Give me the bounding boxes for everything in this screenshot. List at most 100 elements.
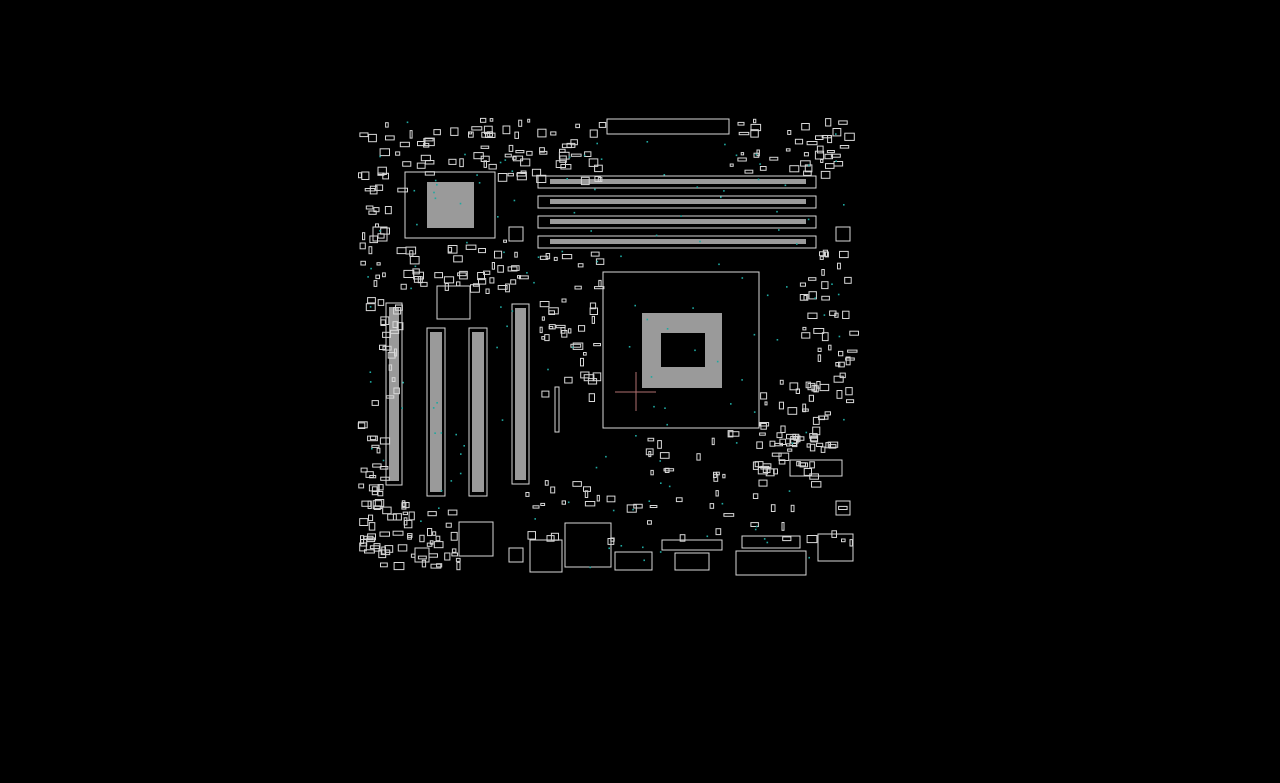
smd-component: [392, 513, 402, 521]
smd-component: [787, 130, 792, 135]
smd-component: [764, 401, 768, 406]
smd-component: [782, 536, 792, 542]
smd-component: [375, 184, 384, 191]
smd-component: [480, 145, 490, 149]
smd-component: [413, 271, 425, 280]
smd-component: [595, 258, 605, 265]
smd-component: [360, 467, 368, 473]
chipset-outline[interactable]: [404, 171, 496, 239]
smd-component: [486, 131, 493, 137]
smd-component: [729, 163, 734, 167]
smd-component: [711, 437, 715, 446]
smd-component: [832, 128, 842, 137]
test-point: [646, 141, 649, 143]
test-point: [513, 199, 516, 202]
test-point: [680, 215, 682, 217]
pcie-slot: [468, 327, 488, 497]
smd-component: [369, 435, 377, 441]
smd-component: [722, 473, 726, 479]
smd-component: [419, 534, 425, 543]
test-point: [659, 551, 662, 553]
smd-component: [532, 505, 540, 509]
smd-component: [828, 444, 837, 449]
smd-component: [808, 394, 814, 402]
smd-component: [820, 159, 824, 163]
smd-component: [478, 248, 487, 254]
smd-component: [791, 443, 798, 448]
smd-component: [587, 378, 598, 385]
smd-component: [769, 440, 776, 447]
test-point: [784, 184, 787, 187]
io-connector-dp[interactable]: [661, 539, 723, 551]
smd-component: [518, 119, 523, 127]
smd-component: [447, 509, 458, 516]
smd-component: [505, 283, 510, 293]
smd-component: [379, 531, 390, 537]
smd-component: [367, 533, 377, 541]
smd-component: [357, 422, 366, 429]
io-connector-vga[interactable]: [735, 550, 807, 576]
smd-component: [564, 376, 573, 384]
smd-component: [380, 316, 390, 325]
smd-component: [380, 562, 388, 568]
smd-component: [574, 285, 582, 290]
smd-component: [379, 148, 391, 157]
smd-component: [503, 239, 508, 243]
test-point: [434, 179, 437, 182]
smd-component: [555, 324, 566, 329]
dimm-slot-pins: [550, 239, 806, 244]
io-connector-usb[interactable]: [564, 522, 612, 568]
test-point: [628, 346, 631, 348]
io-connector-lan[interactable]: [529, 539, 563, 573]
super-io-chip[interactable]: [436, 285, 471, 320]
pcie-slots: [385, 302, 530, 497]
smd-component: [548, 324, 556, 330]
smd-component: [511, 265, 520, 271]
smd-component: [379, 437, 391, 445]
smd-component: [826, 150, 835, 154]
io-connector-ps2[interactable]: [741, 535, 801, 549]
test-point: [499, 161, 502, 164]
test-point: [440, 489, 443, 492]
atx-power-connector[interactable]: [606, 118, 730, 135]
smd-component: [407, 535, 412, 540]
smd-component: [539, 301, 550, 308]
smd-component: [648, 451, 652, 458]
smd-component: [377, 172, 385, 176]
smd-component: [841, 538, 846, 543]
smd-component: [541, 336, 545, 340]
m2-slot[interactable]: [554, 386, 560, 433]
smd-component: [455, 557, 461, 562]
cpu-socket-outline[interactable]: [602, 271, 760, 429]
io-connector-audio[interactable]: [817, 533, 854, 562]
io-connector-hdmi[interactable]: [614, 551, 653, 571]
smd-component: [402, 511, 409, 516]
smd-component: [427, 528, 433, 537]
smd-component: [780, 425, 786, 433]
smd-component: [537, 128, 547, 138]
smd-component: [514, 131, 520, 139]
test-point: [696, 186, 699, 188]
smd-component: [577, 263, 584, 268]
smd-component: [753, 118, 757, 124]
smd-component: [504, 153, 512, 158]
smd-component: [838, 361, 845, 368]
dimm-slot-pins: [550, 179, 806, 184]
smd-component: [393, 387, 400, 395]
smd-component: [480, 117, 487, 123]
io-connector-dvi[interactable]: [674, 552, 710, 571]
smd-component: [459, 158, 464, 168]
header-connector[interactable]: [789, 459, 843, 477]
smd-component: [403, 269, 415, 278]
smd-component: [540, 502, 546, 506]
audio-codec-chip[interactable]: [458, 521, 494, 557]
test-point: [735, 154, 738, 157]
smd-component: [384, 545, 394, 553]
smd-component: [821, 295, 830, 301]
smd-component: [436, 563, 443, 568]
smd-component: [382, 172, 389, 180]
test-point: [367, 276, 369, 278]
smd-component: [371, 400, 379, 406]
test-point: [440, 432, 443, 434]
